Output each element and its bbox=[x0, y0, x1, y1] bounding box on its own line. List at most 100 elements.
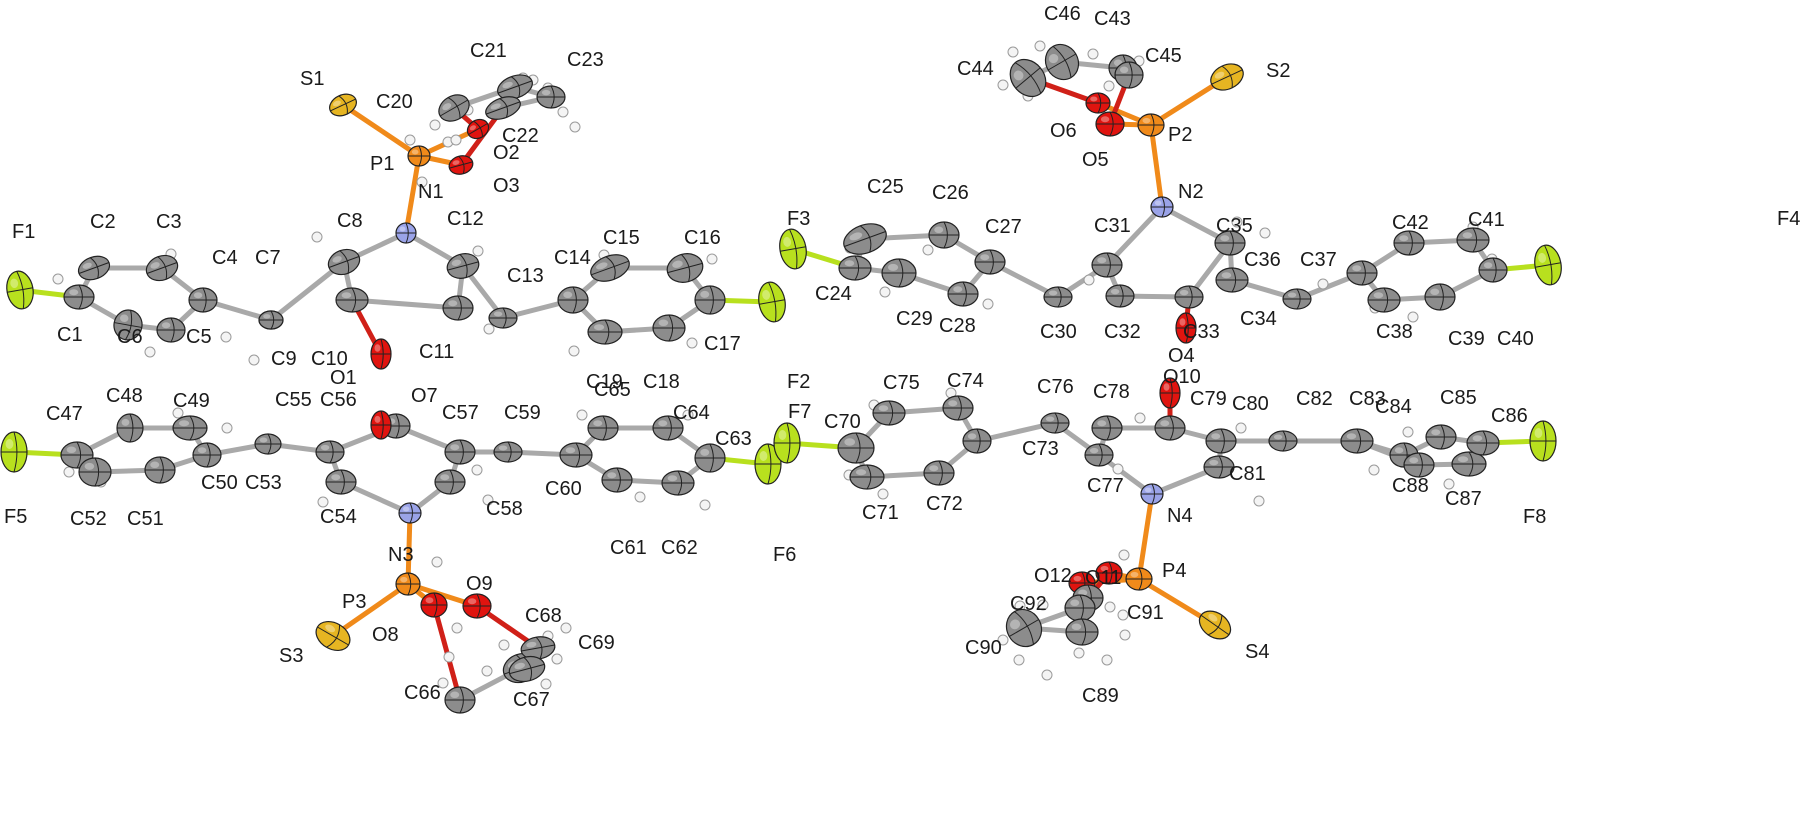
atom-label-c68: C68 bbox=[525, 605, 562, 627]
bond-p3-s3 bbox=[330, 581, 411, 639]
atom-s2 bbox=[1210, 63, 1244, 91]
atom-label-n2: N2 bbox=[1178, 181, 1204, 203]
atom-c29 bbox=[881, 258, 917, 288]
atom-c27 bbox=[974, 249, 1006, 275]
atom-c72 bbox=[923, 460, 955, 486]
atom-c37 bbox=[1346, 260, 1378, 286]
hydrogen-atom bbox=[1101, 654, 1113, 666]
hydrogen-atom bbox=[686, 337, 698, 349]
atom-label-c45: C45 bbox=[1145, 45, 1182, 67]
atom-label-c79: C79 bbox=[1190, 388, 1227, 410]
atom-c82 bbox=[1268, 430, 1298, 452]
hydrogen-atom bbox=[557, 106, 569, 118]
hydrogen-atom bbox=[416, 176, 428, 188]
atom-label-c85: C85 bbox=[1440, 387, 1477, 409]
atom-c86 bbox=[1466, 430, 1500, 456]
hydrogen-atom bbox=[569, 121, 581, 133]
atom-label-c63: C63 bbox=[715, 428, 752, 450]
atom-c79 bbox=[1154, 415, 1186, 441]
atom-label-o9: O9 bbox=[466, 573, 493, 595]
atom-c88 bbox=[1403, 452, 1435, 478]
atom-label-c29: C29 bbox=[896, 308, 933, 330]
atom-label-c72: C72 bbox=[926, 493, 963, 515]
hydrogen-atom bbox=[311, 231, 323, 243]
atom-c26 bbox=[928, 221, 960, 249]
bond-n3-p3 bbox=[405, 510, 413, 587]
atom-label-c89: C89 bbox=[1082, 685, 1119, 707]
atom-label-c24: C24 bbox=[815, 283, 852, 305]
hydrogen-atom bbox=[1118, 549, 1130, 561]
atom-c20 bbox=[438, 94, 470, 122]
atom-n3 bbox=[398, 502, 422, 524]
atom-c24 bbox=[838, 255, 872, 281]
hydrogen-atom bbox=[317, 496, 329, 508]
atom-label-c75: C75 bbox=[883, 372, 920, 394]
hydrogen-atom bbox=[1402, 426, 1414, 438]
atom-label-c81: C81 bbox=[1229, 463, 1266, 485]
hydrogen-atom bbox=[1407, 311, 1419, 323]
bonds-layer bbox=[11, 59, 1551, 703]
atom-label-c57: C57 bbox=[442, 402, 479, 424]
atom-c41 bbox=[1456, 227, 1490, 253]
atom-label-c78: C78 bbox=[1093, 381, 1130, 403]
atom-label-f7: F7 bbox=[788, 401, 811, 423]
atom-label-c55: C55 bbox=[275, 389, 312, 411]
hydrogen-atom bbox=[482, 494, 494, 506]
hydrogen-atom bbox=[1317, 278, 1329, 290]
atom-o4 bbox=[1175, 312, 1197, 344]
atom-label-c11: C11 bbox=[419, 341, 454, 363]
hydrogen-atom bbox=[172, 407, 184, 419]
atom-f6 bbox=[754, 443, 782, 485]
atom-label-c32: C32 bbox=[1104, 321, 1141, 343]
hydrogen-atom bbox=[1103, 80, 1115, 92]
atom-label-c18: C18 bbox=[643, 371, 680, 393]
atom-label-c21: C21 bbox=[470, 40, 507, 62]
atom-c76 bbox=[1040, 412, 1070, 434]
atom-label-f2: F2 bbox=[787, 371, 810, 393]
atom-label-c73: C73 bbox=[1022, 438, 1059, 460]
atom-label-c67: C67 bbox=[513, 689, 550, 711]
atom-c3 bbox=[145, 254, 179, 282]
atom-c1 bbox=[63, 284, 95, 310]
atom-n4 bbox=[1140, 483, 1164, 505]
atom-label-c64: C64 bbox=[673, 402, 710, 424]
atom-label-c5: C5 bbox=[186, 326, 212, 348]
atom-f5 bbox=[0, 431, 28, 473]
atom-label-c7: C7 bbox=[255, 247, 281, 269]
atom-label-o12: O12 bbox=[1034, 565, 1072, 587]
hydrogens-layer bbox=[52, 40, 1498, 690]
hydrogen-atom bbox=[1119, 629, 1131, 641]
atom-label-c39: C39 bbox=[1448, 328, 1485, 350]
atom-label-c37: C37 bbox=[1300, 249, 1337, 271]
atom-label-p4: P4 bbox=[1162, 560, 1186, 582]
atom-label-o6: O6 bbox=[1050, 120, 1077, 142]
atom-c65 bbox=[587, 415, 619, 441]
atom-label-c44: C44 bbox=[957, 58, 994, 80]
atom-label-c49: C49 bbox=[173, 390, 210, 412]
atom-c11 bbox=[442, 295, 474, 321]
atom-label-o4: O4 bbox=[1168, 345, 1195, 367]
hydrogen-atom bbox=[997, 634, 1009, 646]
atom-label-f8: F8 bbox=[1523, 506, 1546, 528]
atom-label-c53: C53 bbox=[245, 472, 282, 494]
atom-label-f3: F3 bbox=[787, 208, 810, 230]
atom-c8 bbox=[327, 248, 361, 276]
hydrogen-atom bbox=[877, 488, 889, 500]
atom-c49 bbox=[172, 415, 208, 441]
hydrogen-atom bbox=[431, 556, 443, 568]
atom-c90 bbox=[1005, 608, 1043, 648]
atom-c2 bbox=[77, 255, 111, 281]
atom-label-c4: C4 bbox=[212, 247, 238, 269]
atom-c85 bbox=[1425, 424, 1457, 450]
atom-c28 bbox=[947, 281, 979, 307]
hydrogen-atom bbox=[1259, 227, 1271, 239]
atom-c5 bbox=[156, 317, 186, 343]
atom-c39 bbox=[1424, 283, 1456, 311]
atom-label-c9: C9 bbox=[271, 348, 297, 370]
atom-c73 bbox=[962, 428, 992, 454]
atom-label-c1: C1 bbox=[57, 324, 83, 346]
atom-label-o7: O7 bbox=[411, 385, 438, 407]
atom-c38 bbox=[1367, 287, 1401, 313]
atom-s1 bbox=[329, 93, 357, 117]
atom-label-c88: C88 bbox=[1392, 475, 1429, 497]
